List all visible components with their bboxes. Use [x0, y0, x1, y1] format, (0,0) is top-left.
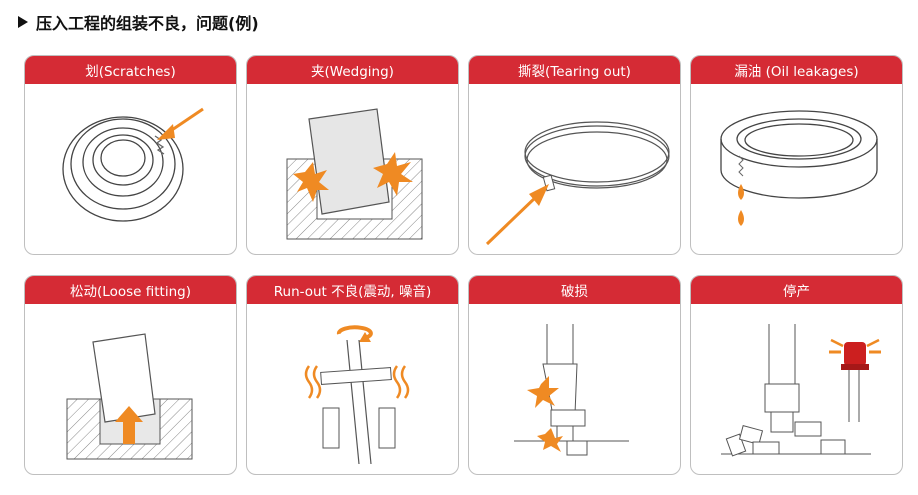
card-loose-fitting: 松动(Loose fitting) — [24, 275, 237, 475]
torn-ring-icon — [485, 121, 670, 246]
wedged-block-icon — [286, 108, 423, 240]
triangle-bullet-icon — [18, 16, 28, 28]
card-oil-leakages: 漏油 (Oil leakages) — [690, 55, 903, 255]
loose-fit-icon — [66, 333, 193, 460]
stopped-line-icon — [721, 324, 881, 457]
card-label: 撕裂(Tearing out) — [469, 56, 680, 84]
card-scratches: 划(Scratches) — [24, 55, 237, 255]
broken-press-icon — [514, 324, 629, 456]
card-label: 停产 — [691, 276, 902, 304]
card-run-out: Run-out 不良(震动, 噪音) — [246, 275, 459, 475]
card-label: 划(Scratches) — [25, 56, 236, 84]
card-shutdown: 停产 — [690, 275, 903, 475]
card-breakage: 破损 — [468, 275, 681, 475]
run-out-shaft-icon — [304, 325, 410, 465]
card-label: 破损 — [469, 276, 680, 304]
card-label: 夹(Wedging) — [247, 56, 458, 84]
page-title-text: 压入工程的组装不良，问题(例) — [36, 14, 259, 33]
card-label: 漏油 (Oil leakages) — [691, 56, 902, 84]
card-label: 松动(Loose fitting) — [25, 276, 236, 304]
page-title: 压入工程的组装不良，问题(例) — [18, 10, 259, 34]
oil-leak-ring-icon — [720, 110, 878, 226]
card-wedging: 夹(Wedging) — [246, 55, 459, 255]
card-label: Run-out 不良(震动, 噪音) — [247, 276, 458, 304]
card-tearing-out: 撕裂(Tearing out) — [468, 55, 681, 255]
scratched-ring-icon — [62, 107, 204, 222]
